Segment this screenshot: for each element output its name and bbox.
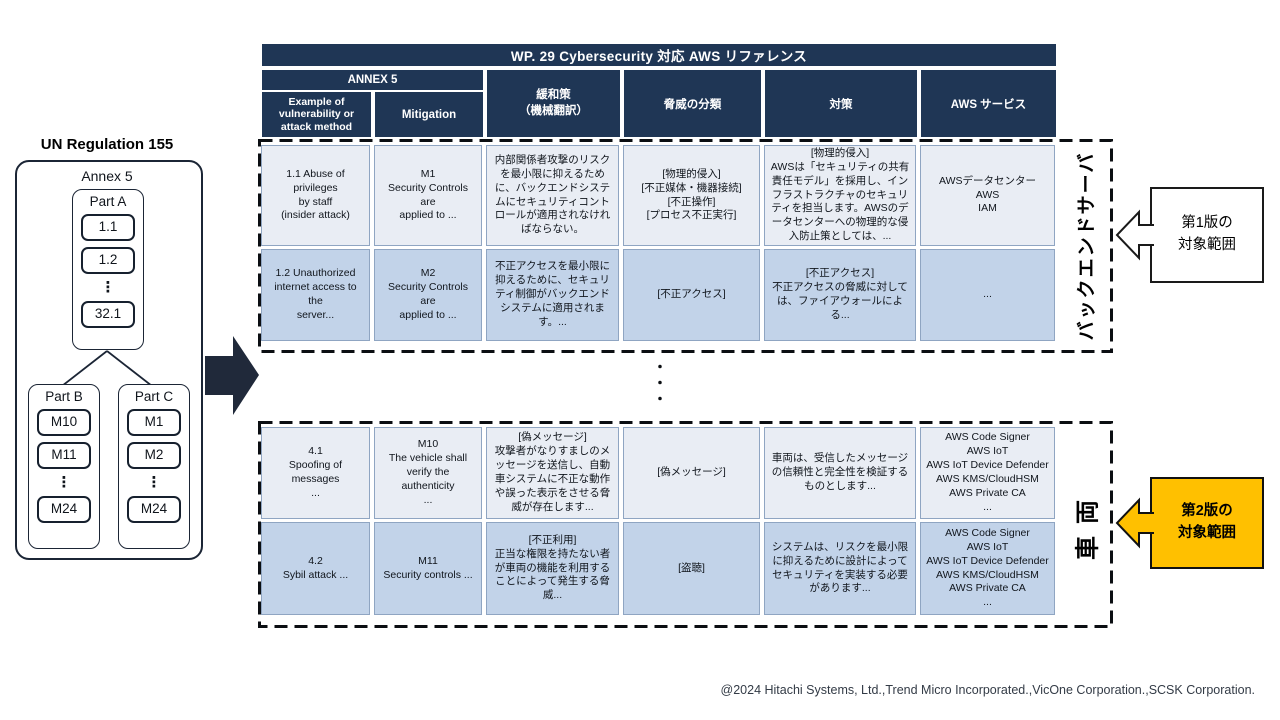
cell-vulnerability: 1.1 Abuse of privileges by staff (inside…: [261, 145, 370, 246]
scope-v2-callout: 第2版の 対象範囲: [1150, 477, 1264, 569]
part-a-item: 1.2: [81, 247, 135, 274]
continuation-dots: ・ ・ ・: [653, 359, 667, 407]
backend-server-group: 1.1 Abuse of privileges by staff (inside…: [258, 139, 1113, 353]
annex5-header: ANNEX 5: [262, 70, 483, 90]
table-row: 4.1 Spoofing of messages ... M10 The veh…: [261, 427, 1055, 519]
cell-aws-service: ...: [920, 249, 1055, 341]
cell-countermeasure: [不正アクセス] 不正アクセスの脅威に対しては、ファイアウォールによる...: [764, 249, 916, 341]
table-row: 4.2 Sybil attack ... M11 Security contro…: [261, 522, 1055, 615]
cell-threat-class: [盗聴]: [623, 522, 760, 615]
part-c-box: Part C M1 M2 ⋮ M24: [118, 384, 190, 549]
cell-mitigation: M2 Security Controls are applied to ...: [374, 249, 482, 341]
part-c-label: Part C: [134, 389, 174, 404]
table-title-bar: WP. 29 Cybersecurity 対応 AWS リファレンス: [262, 44, 1056, 66]
part-b-label: Part B: [45, 389, 83, 404]
cell-vulnerability: 1.2 Unauthorized internet access to the …: [261, 249, 370, 341]
copyright-text: @2024 Hitachi Systems, Ltd.,Trend Micro …: [720, 683, 1255, 697]
cell-mitigation-ja: 不正アクセスを最小限に抑えるために、セキュリティ制御がバックエンド システムに適…: [486, 249, 619, 341]
table-row: 1.2 Unauthorized internet access to the …: [261, 249, 1055, 341]
cell-threat-class: [不正アクセス]: [623, 249, 760, 341]
cell-aws-service: AWSデータセンター AWS IAM: [920, 145, 1055, 246]
dashed-border: [258, 421, 1113, 628]
annex5-header-group: ANNEX 5 Example of vulnerability or atta…: [262, 70, 483, 137]
table-header: ANNEX 5 Example of vulnerability or atta…: [262, 70, 1056, 137]
cell-countermeasure: システムは、リスクを最小限に抑えるために設計によってセキュリティを実装する必要が…: [764, 522, 916, 615]
part-a-item: 32.1: [81, 301, 135, 328]
col-header-aws-service: AWS サービス: [921, 70, 1056, 137]
right-arrow-icon: [205, 336, 259, 415]
part-a-box: Part A 1.1 1.2 ⋮ 32.1: [72, 189, 144, 350]
part-b-item: M24: [37, 496, 91, 523]
col-header-countermeasure: 対策: [765, 70, 917, 137]
cell-mitigation: M10 The vehicle shall verify the authent…: [374, 427, 482, 519]
col-header-mitigation: Mitigation: [375, 92, 483, 137]
cell-threat-class: [偽メッセージ]: [623, 427, 760, 519]
cell-aws-service: AWS Code Signer AWS IoT AWS IoT Device D…: [920, 427, 1055, 519]
cell-vulnerability: 4.2 Sybil attack ...: [261, 522, 370, 615]
part-a-item: 1.1: [81, 214, 135, 241]
cell-countermeasure: 車両は、受信したメッセージの信頼性と完全性を検証するものとします...: [764, 427, 916, 519]
part-a-label: Part A: [89, 194, 127, 209]
ellipsis-icon: ⋮: [56, 474, 72, 491]
cell-vulnerability: 4.1 Spoofing of messages ...: [261, 427, 370, 519]
part-c-item: M24: [127, 496, 181, 523]
cell-mitigation: M1 Security Controls are applied to ...: [374, 145, 482, 246]
ellipsis-icon: ⋮: [100, 279, 116, 296]
col-header-threat-class: 脅威の分類: [624, 70, 761, 137]
dashed-border: [258, 139, 1113, 353]
cell-aws-service: AWS Code Signer AWS IoT AWS IoT Device D…: [920, 522, 1055, 615]
left-arrow-outline-icon: [1115, 209, 1154, 261]
part-b-item: M11: [37, 442, 91, 469]
part-b-item: M10: [37, 409, 91, 436]
branch-connector-lines: [61, 350, 153, 387]
part-b-box: Part B M10 M11 ⋮ M24: [28, 384, 100, 549]
annex5-label: Annex 5: [81, 168, 133, 184]
left-arrow-filled-icon: [1115, 497, 1154, 549]
un-regulation-title: UN Regulation 155: [40, 136, 174, 153]
backend-server-vertical-label: バックエンドサーバ: [1076, 151, 1098, 341]
col-header-vulnerability: Example of vulnerability or attack metho…: [262, 92, 371, 137]
cell-mitigation-ja: 内部関係者攻撃のリスクを最小限に抑えるために、バックエンドシステムにセキュリティ…: [486, 145, 619, 246]
part-c-item: M1: [127, 409, 181, 436]
cell-threat-class: [物理的侵入] [不正媒体・機器接続] [不正操作] [プロセス不正実行]: [623, 145, 760, 246]
scope-v1-callout: 第1版の 対象範囲: [1150, 187, 1264, 283]
ellipsis-icon: ⋮: [146, 474, 162, 491]
cell-mitigation-ja: [不正利用] 正当な権限を持たない者が車両の機能を利用することによって発生する脅…: [486, 522, 619, 615]
cell-mitigation: M11 Security controls ...: [374, 522, 482, 615]
cell-mitigation-ja: [偽メッセージ] 攻撃者がなりすましのメッセージを送信し、自動車システムに不正な…: [486, 427, 619, 519]
vehicle-group: 4.1 Spoofing of messages ... M10 The veh…: [258, 421, 1113, 628]
table-row: 1.1 Abuse of privileges by staff (inside…: [261, 145, 1055, 246]
part-c-item: M2: [127, 442, 181, 469]
cell-countermeasure: [物理的侵入] AWSは「セキュリティの共有責任モデル」を採用し、インフラストラ…: [764, 145, 916, 246]
col-header-mitigation-ja: 緩和策 （機械翻訳）: [487, 70, 620, 137]
vehicle-vertical-label: 車両: [1074, 488, 1102, 560]
